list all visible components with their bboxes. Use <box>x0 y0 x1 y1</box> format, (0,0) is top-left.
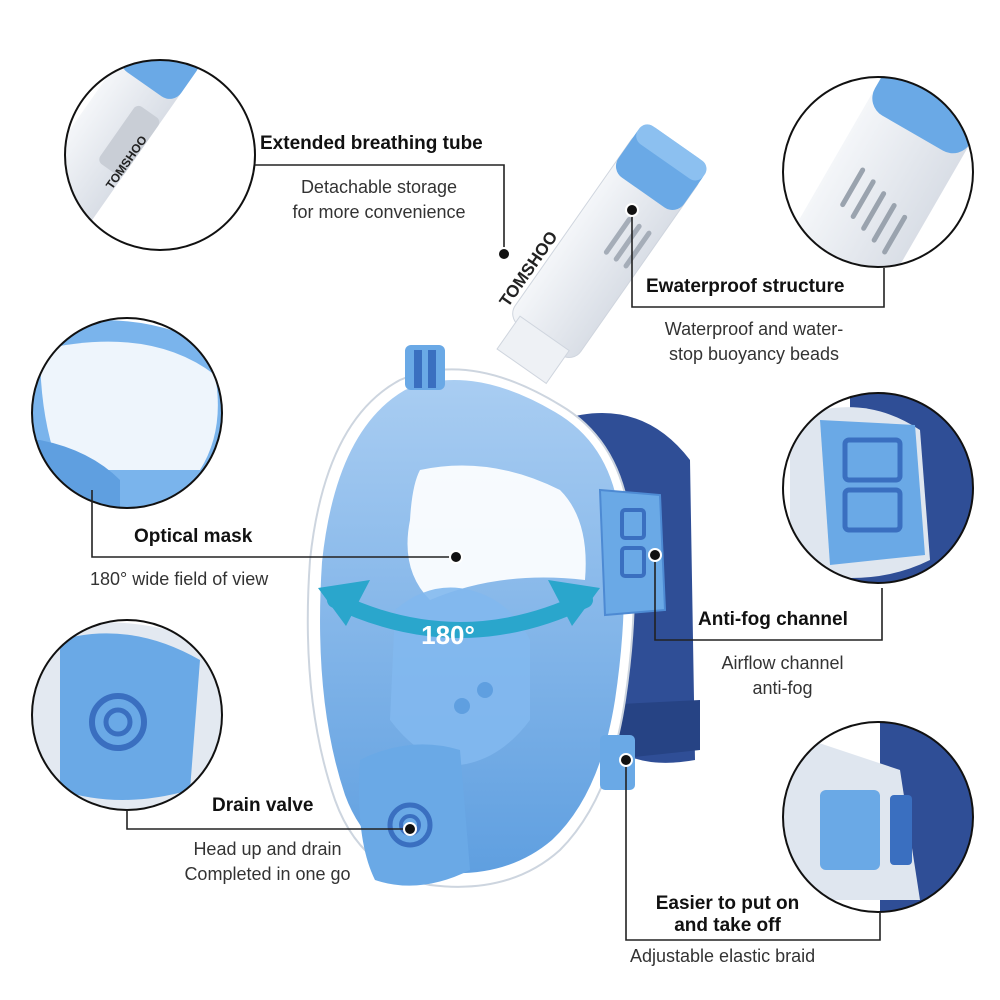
detail-circle-drain <box>31 619 223 811</box>
antifog-title: Anti-fog channel <box>698 609 848 630</box>
waterproof-description: Waterproof and water- stop buoyancy bead… <box>664 319 844 364</box>
drain-title: Drain valve <box>212 795 314 816</box>
leader-dots <box>403 203 662 836</box>
view-angle-arrow: 180° <box>318 580 600 650</box>
tube-title: Extended breathing tube <box>260 133 483 154</box>
detail-circle-strap <box>782 721 974 913</box>
drain-description: Head up and drain Completed in one go <box>184 839 351 884</box>
detail-circle-waterproof <box>782 76 974 268</box>
leader-lines <box>91 164 885 941</box>
detail-circle-tube: TOMSHOO <box>64 59 256 251</box>
strap-title: Easier to put on and take off <box>655 893 800 936</box>
detail-circle-antifog <box>782 392 974 584</box>
detail-circle-optical <box>31 317 223 509</box>
waterproof-title: Ewaterproof structure <box>646 276 845 297</box>
optical-title: Optical mask <box>134 526 253 547</box>
optical-description: 180° wide field of view <box>90 569 269 589</box>
view-angle-label: 180° <box>421 620 475 650</box>
antifog-description: Airflow channel anti-fog <box>721 653 844 698</box>
strap-description: Adjustable elastic braid <box>630 946 816 966</box>
tube-description: Detachable storage for more convenience <box>292 177 466 222</box>
